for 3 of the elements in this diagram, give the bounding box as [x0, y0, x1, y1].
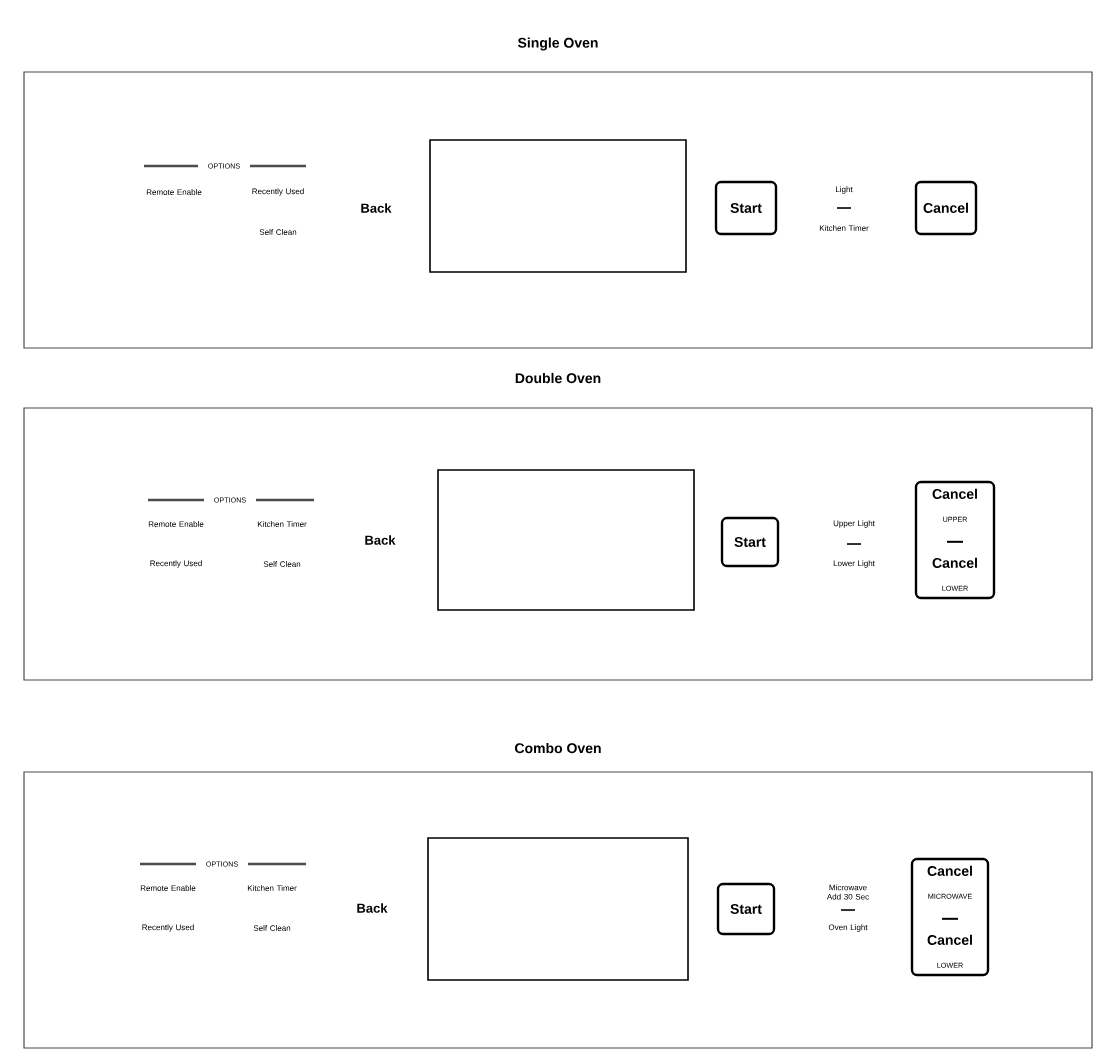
display-screen	[437, 469, 695, 611]
display-screen	[427, 837, 689, 981]
display-screen	[429, 139, 687, 273]
